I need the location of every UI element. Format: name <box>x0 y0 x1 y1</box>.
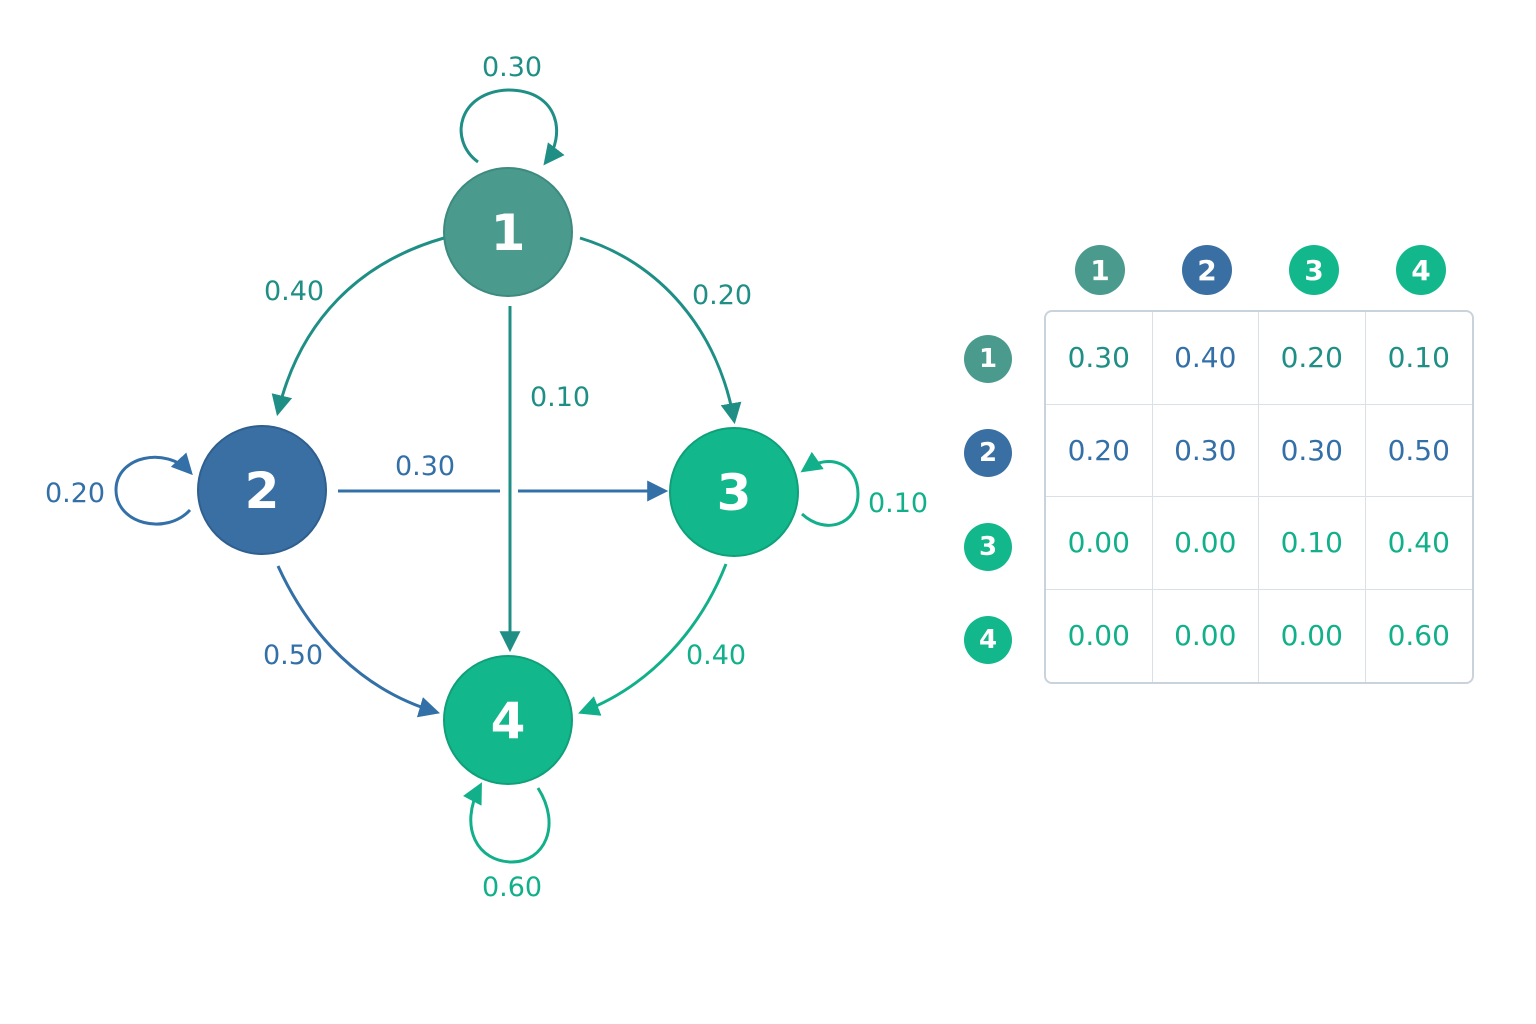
column-header-4: 4 <box>1396 245 1446 295</box>
edge-3-4 <box>578 563 728 716</box>
node-4: 4 <box>443 655 573 785</box>
node-3-label: 3 <box>717 464 752 522</box>
edge-3-3 <box>800 451 860 527</box>
node-2-label: 2 <box>245 462 280 520</box>
node-3: 3 <box>669 427 799 557</box>
edge-2-2 <box>114 452 193 526</box>
edge-label-3-3: 0.10 <box>868 488 928 519</box>
matrix-cell: 0.40 <box>1365 497 1472 590</box>
edge-1-3 <box>579 236 742 425</box>
matrix-cell: 0.60 <box>1387 619 1450 653</box>
node-4-label: 4 <box>491 692 526 750</box>
matrix-cell: 0.30 <box>1259 404 1366 497</box>
matrix-cell: 0.30 <box>1046 312 1153 405</box>
matrix-cell: 0.30 <box>1152 404 1259 497</box>
matrix-cell: 0.00 <box>1259 589 1366 682</box>
matrix-cell: 0.00 <box>1046 497 1153 590</box>
edge-label-1-2: 0.40 <box>264 276 324 307</box>
node-1-label: 1 <box>491 204 526 262</box>
edge-label-2-3: 0.30 <box>395 451 455 482</box>
edge-2-4 <box>276 565 441 718</box>
edge-label-4-4: 0.60 <box>482 872 542 903</box>
matrix-cell: 0.20 <box>1046 404 1153 497</box>
matrix-cell: 0.00 <box>1046 589 1153 682</box>
transition-matrix: 1 2 3 4 1 2 3 4 0.30 0.40 0.20 0.10 0.20… <box>950 240 1490 700</box>
node-1: 1 <box>443 167 573 297</box>
row-header-2: 2 <box>964 429 1012 477</box>
node-2: 2 <box>197 425 327 555</box>
edge-label-2-2: 0.20 <box>45 478 105 509</box>
matrix-cell: 0.20 <box>1259 312 1366 405</box>
column-header-3: 3 <box>1289 245 1339 295</box>
edge-label-2-4: 0.50 <box>263 640 323 671</box>
edge-label-1-1: 0.30 <box>482 52 542 83</box>
matrix-cell: 0.00 <box>1153 589 1259 682</box>
edge-label-3-4: 0.40 <box>686 640 746 671</box>
matrix-cell: 0.00 <box>1152 497 1259 590</box>
row-header-3: 3 <box>964 523 1012 571</box>
column-header-1: 1 <box>1075 245 1125 295</box>
matrix-cell: 0.50 <box>1365 405 1472 497</box>
row-header-1: 1 <box>964 335 1012 383</box>
edges <box>114 88 860 864</box>
edge-1-1 <box>459 88 565 166</box>
edge-label-1-4: 0.10 <box>530 382 590 413</box>
column-header-2: 2 <box>1182 245 1232 295</box>
edge-1-2 <box>271 236 445 417</box>
edge-label-1-3: 0.20 <box>692 280 752 311</box>
edge-4-4 <box>462 782 551 864</box>
row-header-4: 4 <box>964 616 1012 664</box>
matrix-cell: 0.10 <box>1365 312 1472 405</box>
matrix-cell: 0.10 <box>1259 497 1366 590</box>
matrix-cell: 0.40 <box>1152 312 1259 405</box>
edge-labels: 0.30 0.40 0.20 0.10 0.20 0.30 0.50 0.10 … <box>45 52 928 903</box>
matrix-grid: 0.30 0.40 0.20 0.10 0.20 0.30 0.30 0.50 … <box>1044 310 1474 684</box>
